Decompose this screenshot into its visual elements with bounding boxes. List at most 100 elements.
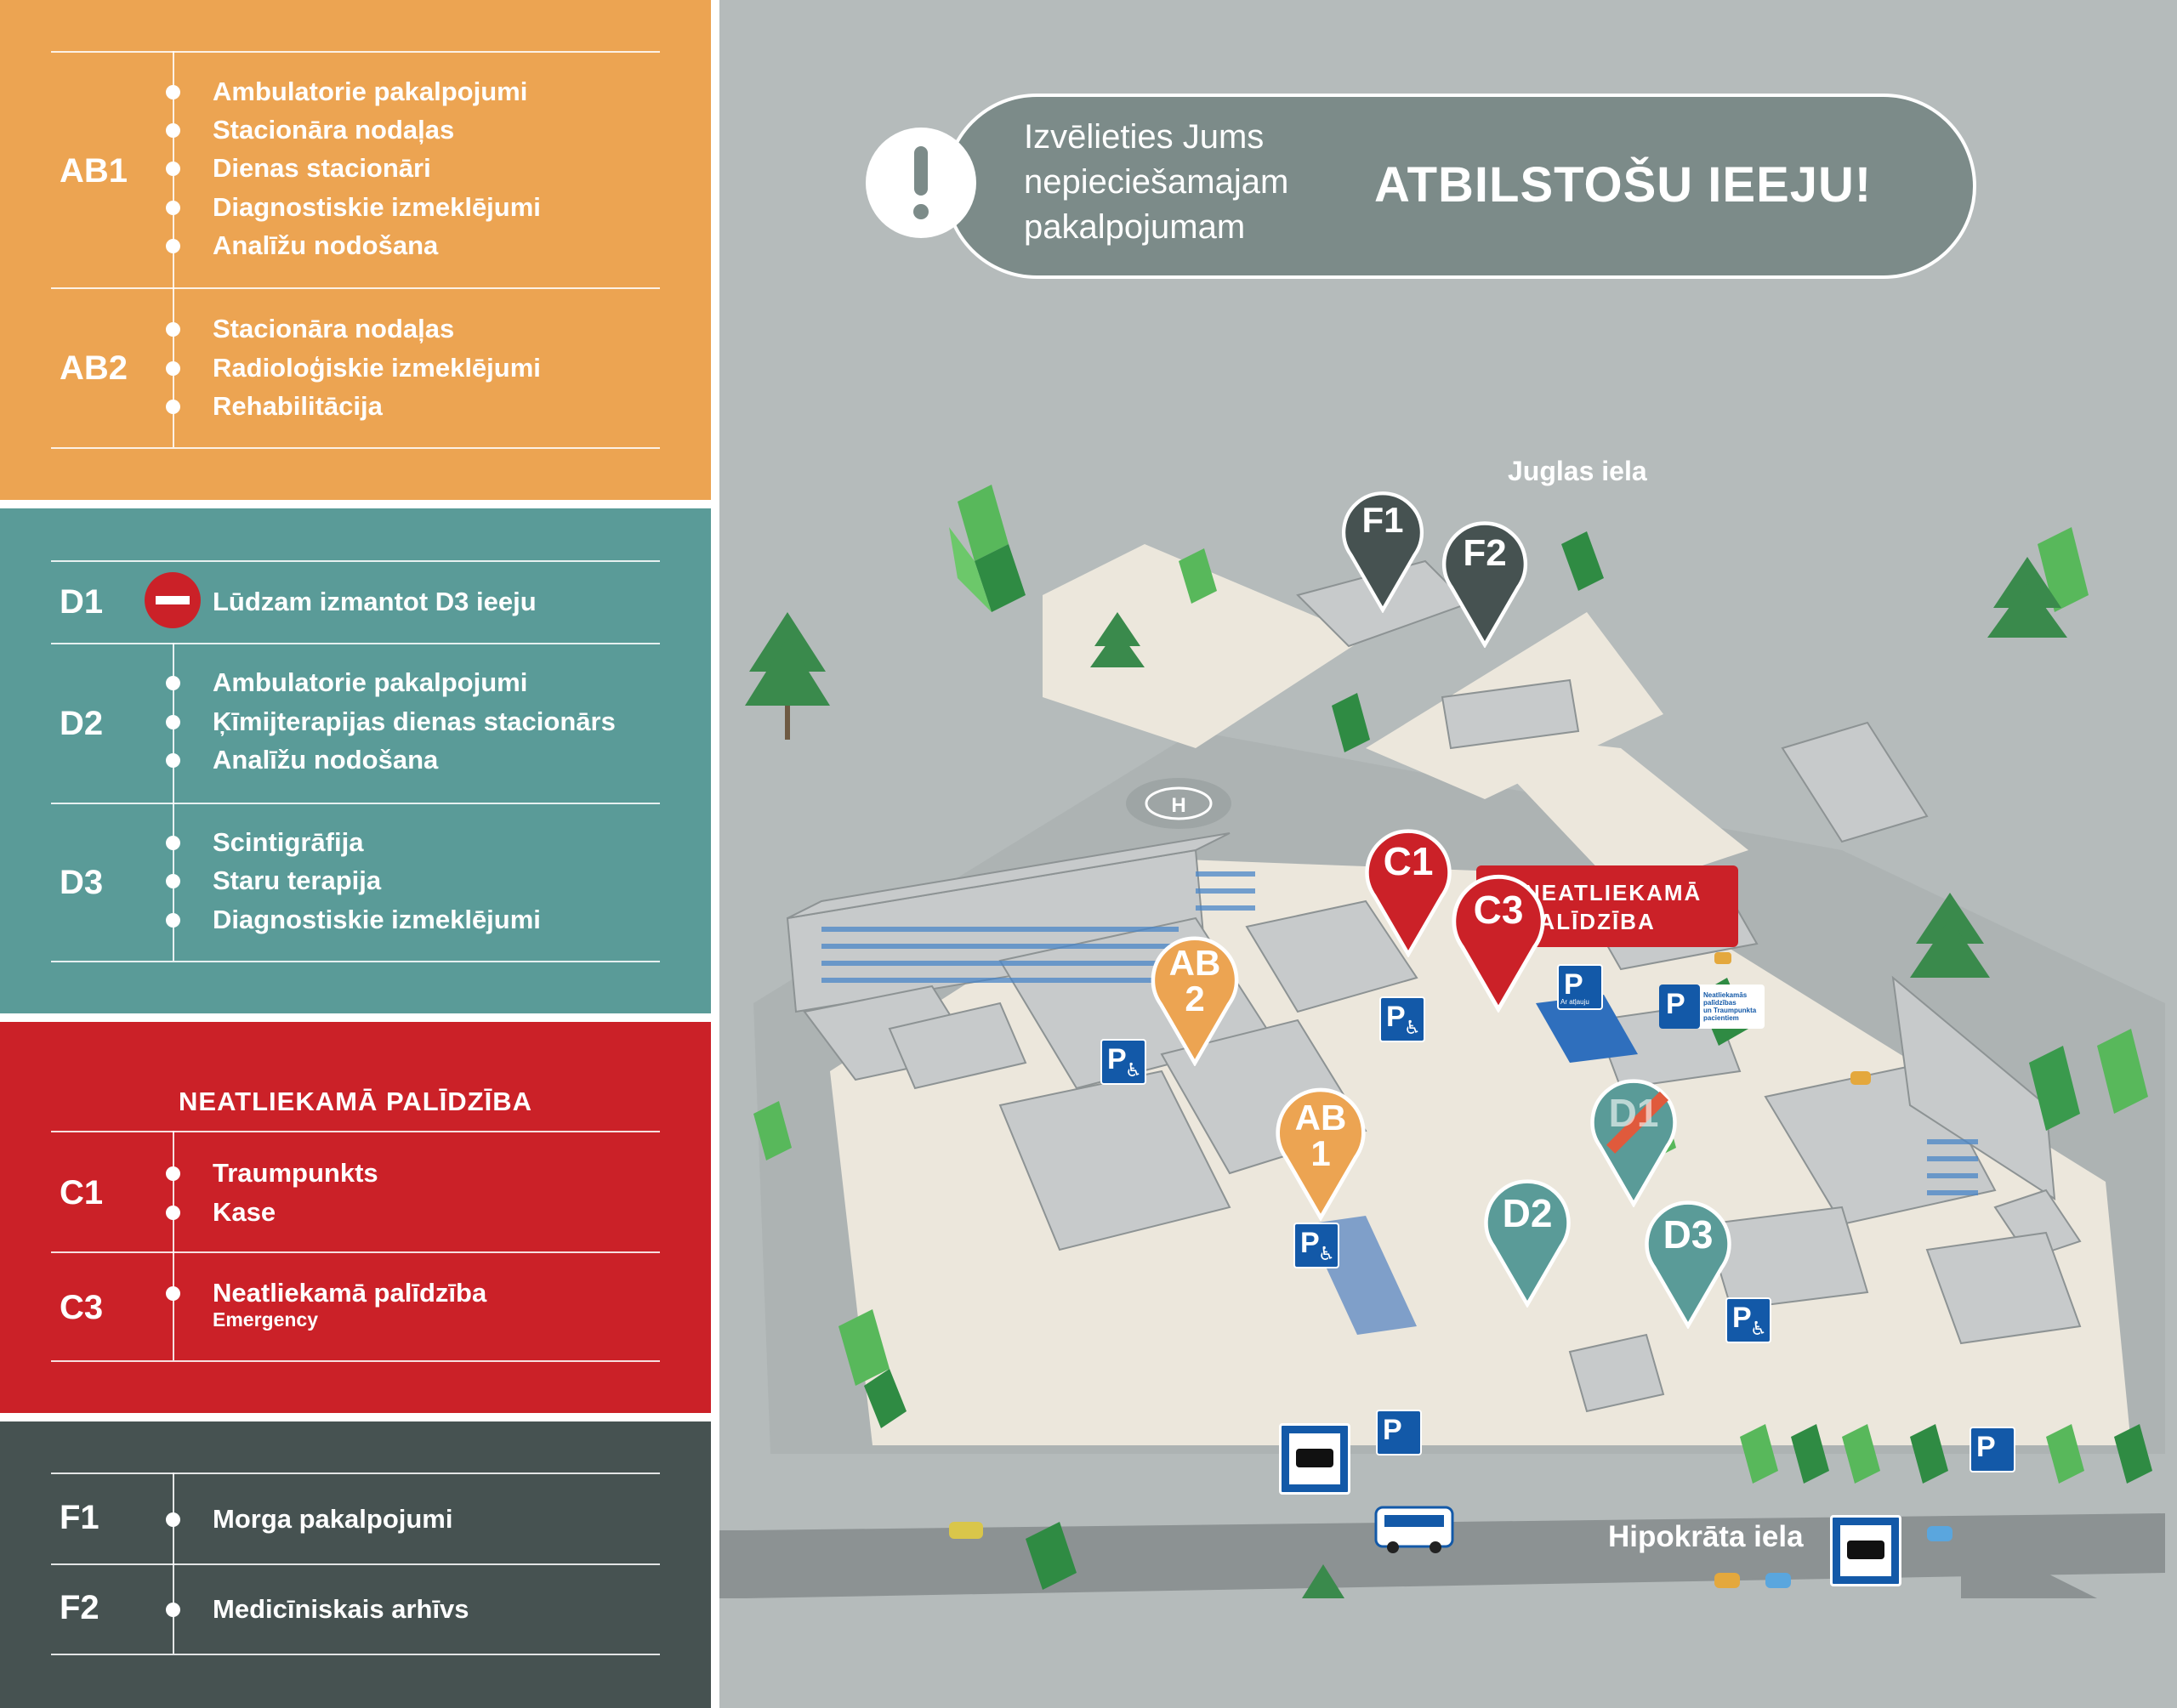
pin-label: D1 bbox=[1608, 1091, 1659, 1135]
entrance-code-c3: C3 bbox=[60, 1289, 104, 1326]
map-pin-d1-closed[interactable]: D1 bbox=[1587, 1073, 1680, 1207]
divider bbox=[51, 961, 660, 962]
divider bbox=[51, 447, 660, 449]
service-item: Staru terapija bbox=[213, 865, 382, 895]
service-item-label: Neatliekamā palīdzība bbox=[213, 1278, 487, 1308]
parking-emergency-patients-icon: P Neatliekamās palīdzības un Traumpunkta… bbox=[1659, 985, 1765, 1029]
timeline-line bbox=[173, 643, 174, 961]
service-item: Morga pakalpojumi bbox=[213, 1504, 453, 1534]
legend-c-panel: NEATLIEKAMĀ PALĪDZĪBA C1 Traumpunkts Kas… bbox=[0, 1022, 711, 1413]
service-item: Medicīniskais arhīvs bbox=[213, 1594, 469, 1624]
bullet-dot bbox=[166, 162, 180, 176]
bullet-dot bbox=[166, 913, 180, 928]
bullet-dot bbox=[166, 1286, 180, 1301]
helipad-label: H bbox=[1171, 794, 1185, 817]
emergency-title: NEATLIEKAMĀ PALĪDZĪBA bbox=[179, 1087, 532, 1116]
divider bbox=[51, 1563, 660, 1565]
street-label-north: Juglas iela bbox=[1508, 456, 1647, 486]
banner-line: Izvēlieties Jums bbox=[1024, 118, 1265, 156]
entrance-code-f1: F1 bbox=[60, 1499, 99, 1536]
banner-line: pakalpojumam bbox=[1024, 208, 1246, 246]
legend-d-panel: D1 Lūdzam izmantot D3 ieeju D2 Ambulator… bbox=[0, 508, 711, 1013]
map-pin-ab1[interactable]: AB 1 bbox=[1273, 1081, 1368, 1221]
banner-line: nepieciešamajam bbox=[1024, 163, 1289, 201]
divider bbox=[51, 287, 660, 289]
service-item: Neatliekamā palīdzība Emergency bbox=[213, 1278, 486, 1331]
legend-ab-panel: AB1 Ambulatorie pakalpojumi Stacionāra n… bbox=[0, 0, 711, 500]
campus-map: H bbox=[719, 0, 2177, 1708]
legend-f-panel: F1 Morga pakalpojumi F2 Medicīniskais ar… bbox=[0, 1421, 711, 1708]
pin-label-line: AB bbox=[1294, 1098, 1347, 1138]
divider bbox=[51, 803, 660, 804]
entrance-code-f2: F2 bbox=[60, 1589, 99, 1626]
service-item: Analīžu nodošana bbox=[213, 230, 439, 260]
parking-note: Neatliekamās palīdzības un Traumpunkta p… bbox=[1703, 991, 1757, 1022]
parking-accessible-icon: P♿ bbox=[1293, 1223, 1339, 1268]
pin-label: C3 bbox=[1473, 888, 1524, 932]
banner-emphasis: ATBILSTOŠU IEEJU! bbox=[1374, 157, 1873, 213]
divider bbox=[51, 1360, 660, 1362]
map-pin-c3[interactable]: C3 bbox=[1447, 868, 1549, 1013]
service-item: Rehabilitācija bbox=[213, 391, 383, 421]
bullet-dot bbox=[166, 874, 180, 888]
no-entry-icon bbox=[147, 575, 198, 626]
service-item: Stacionāra nodaļas bbox=[213, 314, 455, 343]
map-pin-d2[interactable]: D2 bbox=[1481, 1173, 1574, 1308]
bullet-dot bbox=[166, 1603, 180, 1617]
map-pin-ab2[interactable]: AB 2 bbox=[1147, 930, 1242, 1066]
service-item: Ambulatorie pakalpojumi bbox=[213, 667, 528, 697]
bullet-dot bbox=[166, 361, 180, 376]
bullet-dot bbox=[166, 239, 180, 253]
map-pin-f1[interactable]: F1 bbox=[1339, 485, 1426, 613]
map-pin-d3[interactable]: D3 bbox=[1641, 1194, 1735, 1329]
entrance-code-d2: D2 bbox=[60, 705, 104, 742]
divider bbox=[51, 1473, 660, 1474]
timeline-line bbox=[173, 1473, 174, 1654]
service-item: Scintigrāfija bbox=[213, 827, 364, 857]
street-label-south: Hipokrāta iela bbox=[1608, 1520, 1804, 1553]
campus-illustration: H bbox=[719, 485, 2165, 1598]
bus-stop-icon bbox=[1830, 1515, 1901, 1586]
banner-instruction: Izvēlieties Jums nepieciešamajam pakalpo… bbox=[1024, 115, 1288, 250]
timeline-line bbox=[173, 1131, 174, 1360]
emergency-label-line: NEATLIEKAMĀ bbox=[1524, 880, 1702, 905]
bullet-dot bbox=[166, 1512, 180, 1527]
parking-permit-icon: P Ar atļauju bbox=[1557, 964, 1603, 1010]
bullet-dot bbox=[166, 1206, 180, 1220]
bullet-dot bbox=[166, 753, 180, 768]
pin-label: C1 bbox=[1383, 839, 1434, 883]
map-pin-f2[interactable]: F2 bbox=[1438, 515, 1532, 648]
info-banner bbox=[944, 94, 1976, 279]
pin-label: F1 bbox=[1361, 500, 1404, 540]
pin-label: AB 2 bbox=[1147, 945, 1242, 1017]
service-item: Dienas stacionāri bbox=[213, 153, 431, 183]
service-item: Analīžu nodošana bbox=[213, 745, 439, 775]
bullet-dot bbox=[166, 676, 180, 690]
bullet-dot bbox=[166, 836, 180, 850]
exclamation-icon bbox=[866, 128, 976, 238]
emergency-label-line: PALĪDZĪBA bbox=[1524, 909, 1656, 934]
parking-accessible-icon: P♿ bbox=[1725, 1297, 1771, 1343]
entrance-code-ab2: AB2 bbox=[60, 349, 128, 387]
pin-label-line: 1 bbox=[1310, 1133, 1331, 1173]
bus-stop-icon bbox=[1279, 1423, 1350, 1495]
divider bbox=[51, 1654, 660, 1655]
service-item: Traumpunkts bbox=[213, 1158, 378, 1188]
pin-label-line: 2 bbox=[1185, 979, 1205, 1019]
entrance-code-d3: D3 bbox=[60, 864, 104, 901]
entrance-code-d1: D1 bbox=[60, 583, 104, 621]
service-item: Kase bbox=[213, 1197, 276, 1227]
pin-label: AB 1 bbox=[1273, 1100, 1368, 1172]
pin-label: F2 bbox=[1463, 532, 1507, 574]
divider bbox=[51, 560, 660, 562]
divider bbox=[51, 51, 660, 53]
entrance-code-ab1: AB1 bbox=[60, 152, 128, 190]
service-item: Ambulatorie pakalpojumi bbox=[213, 77, 528, 106]
parking-icon: P bbox=[1970, 1427, 2015, 1473]
map-pin-c1[interactable]: C1 bbox=[1361, 823, 1456, 957]
service-item: Stacionāra nodaļas bbox=[213, 115, 455, 145]
entrance-code-c1: C1 bbox=[60, 1174, 104, 1211]
parking-icon: P bbox=[1376, 1410, 1422, 1455]
bullet-dot bbox=[166, 400, 180, 414]
pin-label-line: AB bbox=[1168, 943, 1221, 983]
